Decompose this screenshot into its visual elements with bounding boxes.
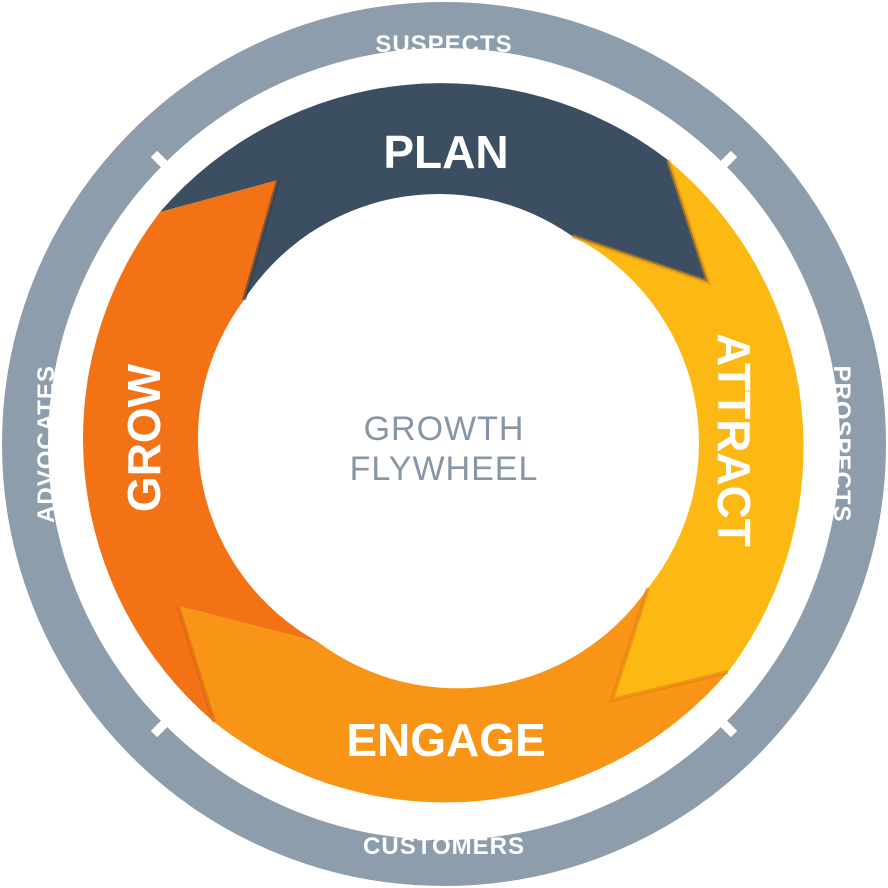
attract-arrow-edge <box>571 159 712 286</box>
ring-divider-nw <box>150 150 186 186</box>
center-disc <box>216 216 672 672</box>
stage-label-attract: ATTRACT <box>708 333 760 547</box>
plan-segment <box>160 83 708 300</box>
ring-label-customers: CUSTOMERS <box>363 833 525 860</box>
engage-segment <box>178 588 728 803</box>
stage-label-plan: PLAN <box>383 126 508 178</box>
ring-divider-sw <box>150 702 186 738</box>
engage-arrow-edge <box>609 587 729 703</box>
ring-divider-se <box>702 702 738 738</box>
plan-arrow-edge <box>242 179 280 301</box>
ring-label-advocates: ADVOCATES <box>33 365 60 523</box>
stage-label-grow: GROW <box>118 363 170 512</box>
center-label-line1: GROWTH <box>364 410 525 448</box>
ring-divider-ne <box>702 150 738 186</box>
center-label-line2: FLYWHEEL <box>350 450 539 488</box>
attract-segment <box>572 160 804 700</box>
grow-segment <box>83 180 319 722</box>
grow-arrow-edge <box>176 605 216 723</box>
ring-label-suspects: SUSPECTS <box>375 31 512 58</box>
stage-label-engage: ENGAGE <box>346 714 545 766</box>
arrow-edge-shadows <box>176 159 729 723</box>
ring-dividers <box>150 150 738 738</box>
ring-label-prospects: PROSPECTS <box>828 365 855 522</box>
